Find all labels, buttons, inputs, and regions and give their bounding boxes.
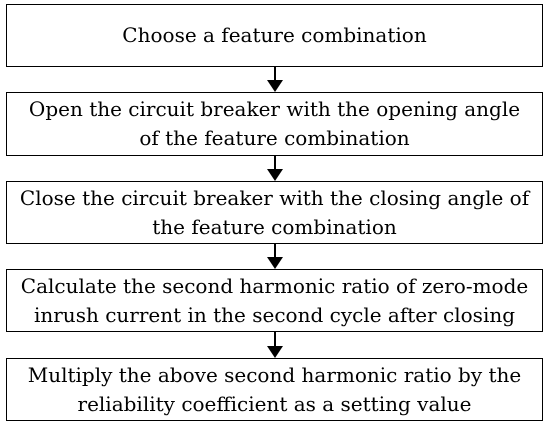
arrowhead [267, 346, 283, 358]
step-calculate-second-harmonic-ratio: Calculate the second harmonic ratio of z… [6, 269, 543, 332]
step-text: Multiply the above second harmonic ratio… [27, 362, 522, 416]
arrowhead [267, 257, 283, 269]
arrow-step4-to-step5 [265, 332, 285, 358]
arrow-step1-to-step2 [265, 67, 285, 92]
step-text: Open the circuit breaker with the openin… [28, 97, 521, 150]
step-multiply-reliability-coefficient: Multiply the above second harmonic ratio… [6, 358, 543, 421]
arrowhead [267, 80, 283, 92]
step-text: Close the circuit breaker with the closi… [19, 185, 530, 239]
arrow-step2-to-step3 [265, 156, 285, 181]
step-text: Choose a feature combination [122, 23, 427, 47]
arrow-step3-to-step4 [265, 244, 285, 269]
arrowhead [267, 169, 283, 181]
step-choose-feature-combination: Choose a feature combination [6, 4, 543, 67]
step-close-circuit-breaker: Close the circuit breaker with the closi… [6, 181, 543, 244]
step-open-circuit-breaker: Open the circuit breaker with the openin… [6, 92, 543, 156]
step-text: Calculate the second harmonic ratio of z… [20, 273, 529, 327]
